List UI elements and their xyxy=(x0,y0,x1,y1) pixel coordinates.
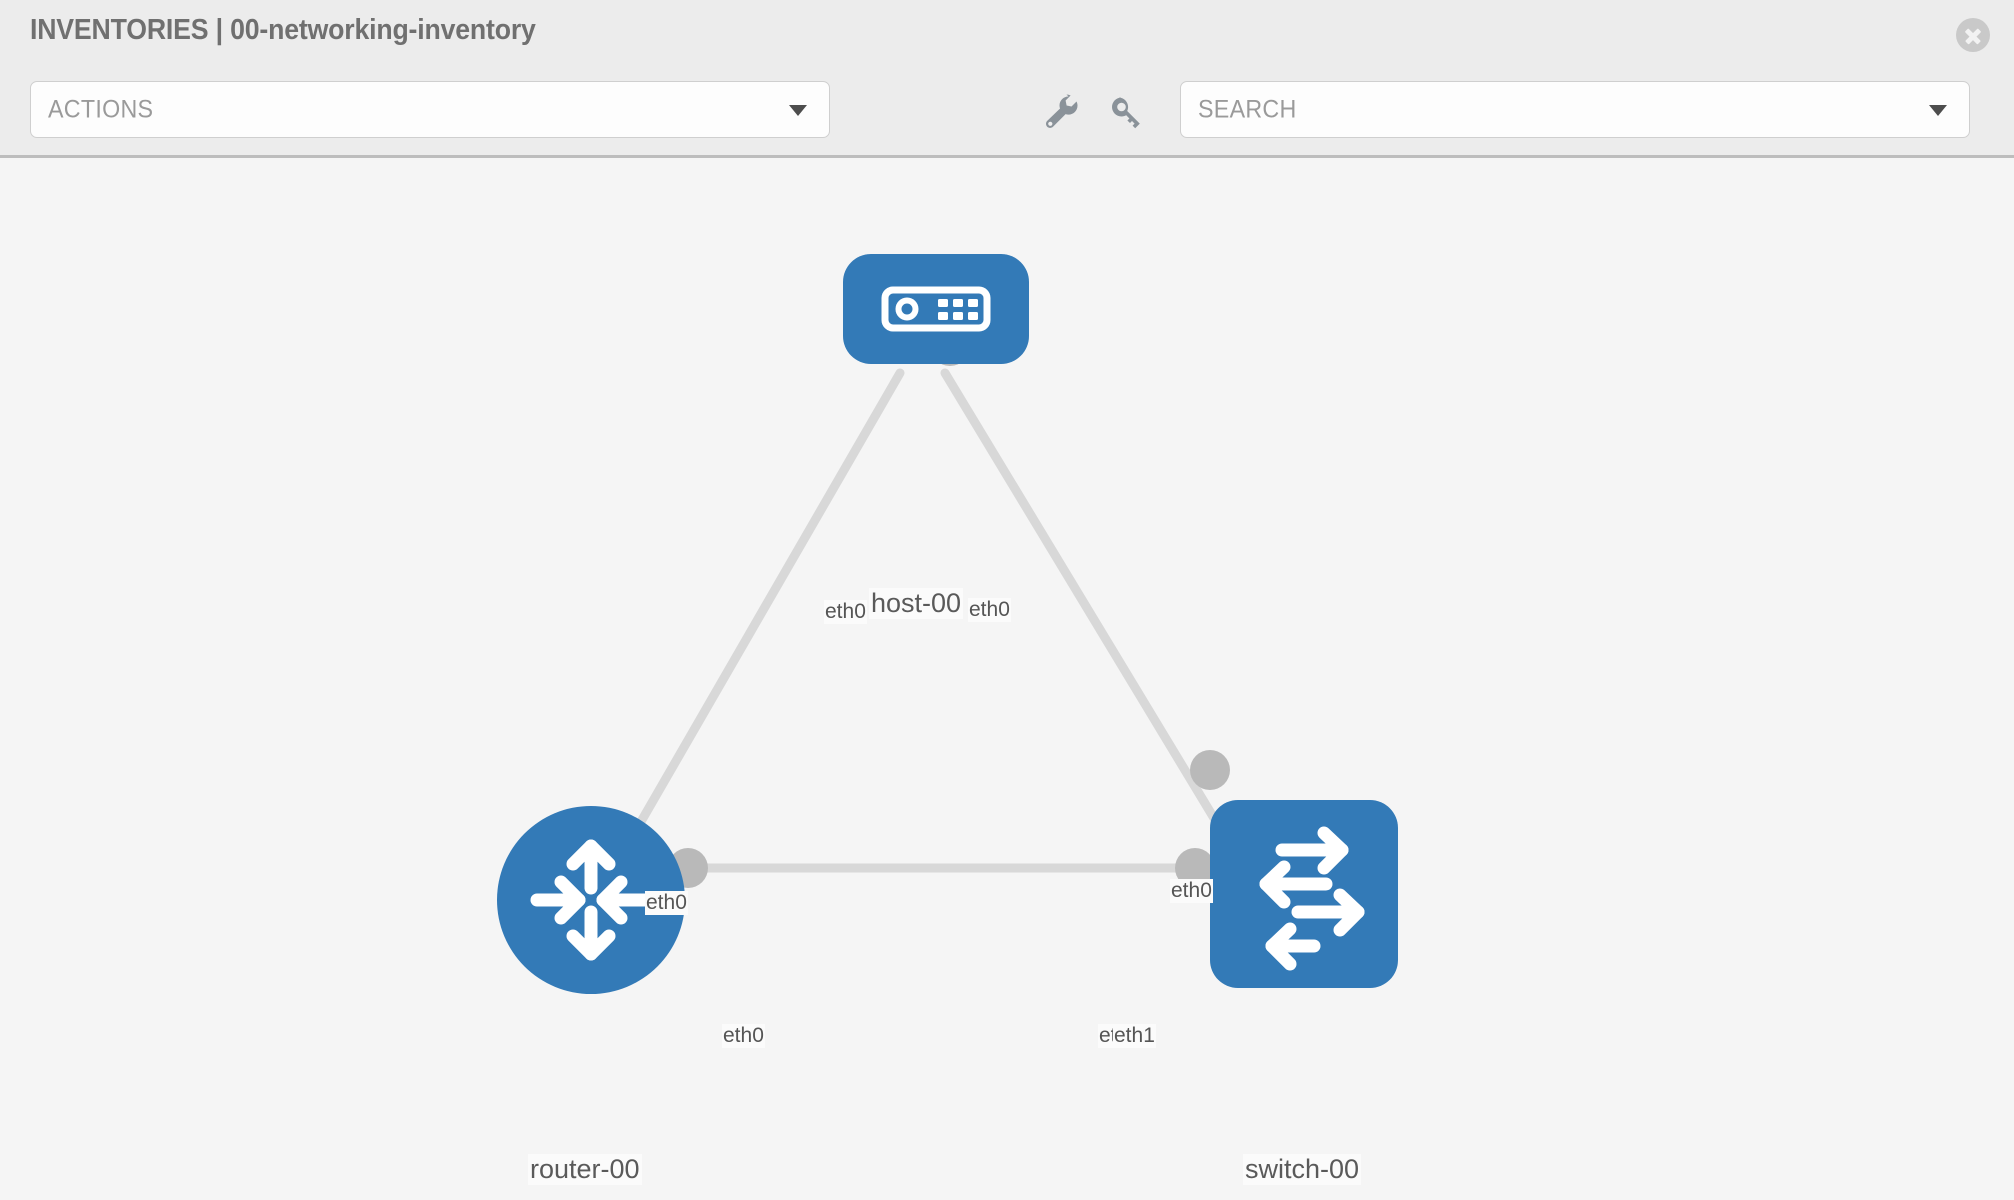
router-arrows-icon xyxy=(530,839,652,961)
iface-label: eth0 xyxy=(1170,879,1213,904)
chevron-down-icon xyxy=(1929,104,1947,116)
connector-knob xyxy=(1190,750,1230,790)
iface-label: eth0 xyxy=(722,1024,765,1049)
node-label-switch-00: switch-00 xyxy=(1243,1154,1362,1186)
page-header: INVENTORIES | 00-networking-inventory xyxy=(0,0,2014,68)
topology-canvas[interactable]: eth0 eth0 eth0 eth0 eth0 eth0 eth1 host-… xyxy=(0,158,2014,1200)
iface-label: eth0 xyxy=(968,598,1011,623)
actions-dropdown[interactable]: ACTIONS xyxy=(30,81,830,138)
chevron-down-icon xyxy=(789,104,807,116)
toolbar: ACTIONS SEARCH xyxy=(0,68,2014,158)
page-title: INVENTORIES | 00-networking-inventory xyxy=(30,14,536,46)
switch-arrows-icon xyxy=(1259,826,1365,971)
search-input-placeholder: SEARCH xyxy=(1198,95,1297,123)
server-icon xyxy=(881,286,991,332)
node-host-00[interactable] xyxy=(843,254,1029,364)
iface-label: eth0 xyxy=(645,891,688,916)
node-switch-00[interactable] xyxy=(1210,800,1398,988)
actions-dropdown-label: ACTIONS xyxy=(48,95,154,123)
close-icon[interactable] xyxy=(1956,18,1990,52)
iface-label: eth1 xyxy=(1113,1024,1156,1049)
topology-edges xyxy=(615,368,1237,873)
iface-label: eth0 xyxy=(824,600,867,625)
search-dropdown[interactable]: SEARCH xyxy=(1180,81,1970,138)
node-label-host-00: host-00 xyxy=(869,588,964,620)
wrench-icon[interactable] xyxy=(1037,90,1081,134)
node-label-router-00: router-00 xyxy=(528,1154,642,1186)
key-icon[interactable] xyxy=(1105,90,1149,134)
